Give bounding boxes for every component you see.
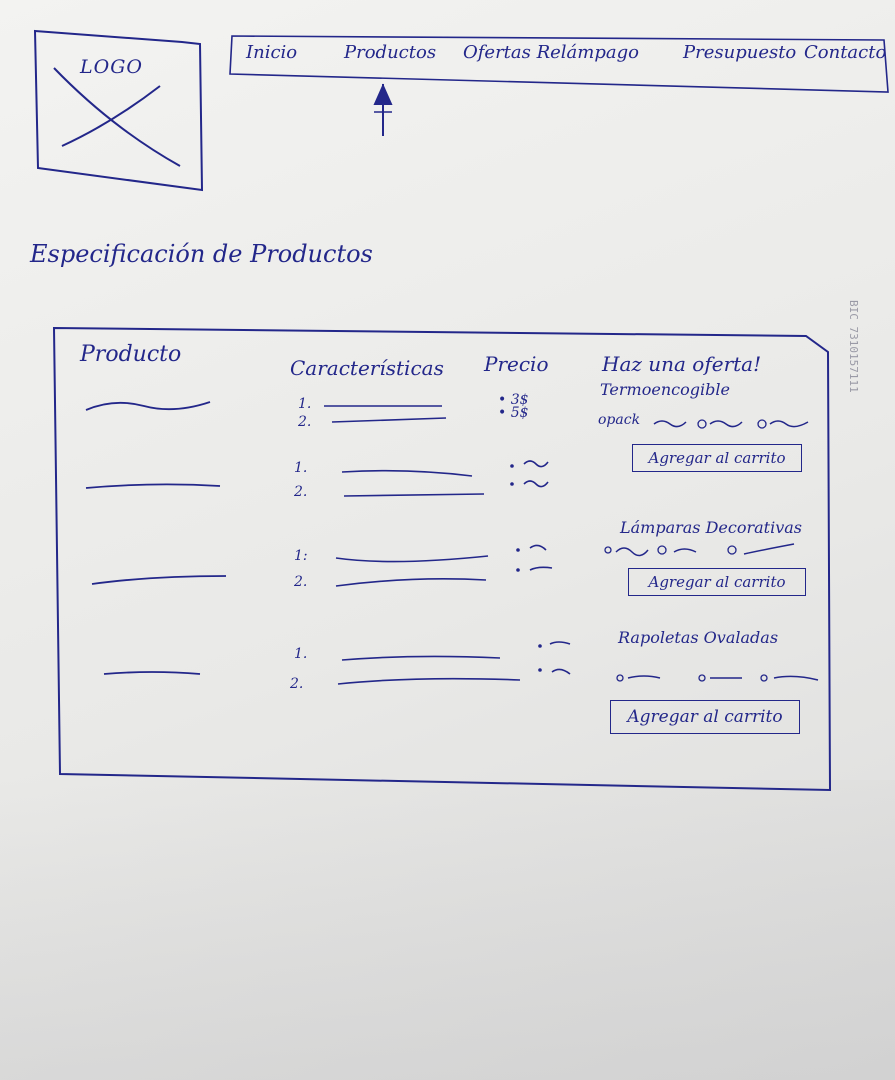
feature-scribble <box>324 405 447 423</box>
logo-placeholder[interactable]: LOGO <box>32 28 204 192</box>
header-precio: Precio <box>484 352 549 376</box>
product-table: Producto Características Precio Haz una … <box>50 322 835 792</box>
product-name-scribble <box>85 483 221 489</box>
offer-name: Lámparas Decorativas <box>620 518 803 537</box>
product-name-scribble <box>85 401 211 411</box>
feature-number: 2. <box>290 676 304 692</box>
header-producto: Producto <box>80 342 182 367</box>
nav-presupuesto[interactable]: Presupuesto <box>683 42 797 63</box>
price-scribble <box>538 641 571 675</box>
table-frame-icon <box>52 326 832 792</box>
feature-scribble <box>341 469 485 497</box>
offer-sub: opack <box>598 412 641 428</box>
feature-number: 1. <box>294 646 308 662</box>
feature-number: 1: <box>294 548 308 564</box>
top-nav: Inicio Productos Ofertas Relámpago Presu… <box>228 30 889 93</box>
product-name-scribble <box>103 671 201 675</box>
add-to-cart-button[interactable]: Agregar al carrito <box>628 568 806 596</box>
header-caracteristicas: Características <box>290 356 444 380</box>
nav-box-icon <box>229 35 889 93</box>
stamp-text: BIC 7310157111 <box>847 300 860 393</box>
price-1: 3$ <box>510 392 529 408</box>
feature-number: 1. <box>294 460 308 476</box>
price-dot-icon: • <box>498 405 507 421</box>
offer-name: Termoencogible <box>600 380 730 399</box>
nav-contacto[interactable]: Contacto <box>804 42 887 63</box>
offer-options-scribble <box>604 543 795 557</box>
nav-ofertas-relampago[interactable]: Ofertas Relámpago <box>463 42 639 63</box>
logo-label: LOGO <box>80 56 143 78</box>
price-2: 5$ <box>510 405 529 421</box>
paper-shadow <box>0 780 895 1080</box>
logo-box-icon <box>33 29 204 192</box>
add-to-cart-button[interactable]: Agregar al carrito <box>632 444 802 472</box>
feature-scribble <box>337 655 521 685</box>
price-scribble <box>510 460 549 488</box>
nav-inicio[interactable]: Inicio <box>246 42 298 63</box>
section-title: Especificación de Productos <box>30 240 373 268</box>
feature-number: 2. <box>294 484 308 500</box>
price-scribble <box>516 544 553 572</box>
feature-number: 2. <box>294 574 308 590</box>
offer-name: Rapoletas Ovaladas <box>618 628 779 647</box>
offer-options-scribble <box>616 674 819 682</box>
add-to-cart-button[interactable]: Agregar al carrito <box>610 700 800 734</box>
stamp-watermark: BIC 7310157111 <box>838 300 868 480</box>
feature-scribble <box>335 555 489 587</box>
feature-number: 2. <box>298 414 312 430</box>
nav-productos[interactable]: Productos <box>344 42 437 63</box>
offer-options-scribble <box>653 419 809 429</box>
price-value: • 3$ • 5$ <box>498 392 529 421</box>
feature-number: 1. <box>298 396 312 412</box>
price-dot-icon: • <box>498 392 507 408</box>
header-haz-oferta: Haz una oferta! <box>602 352 762 376</box>
arrow-up-icon <box>373 83 393 136</box>
product-name-scribble <box>91 575 227 585</box>
